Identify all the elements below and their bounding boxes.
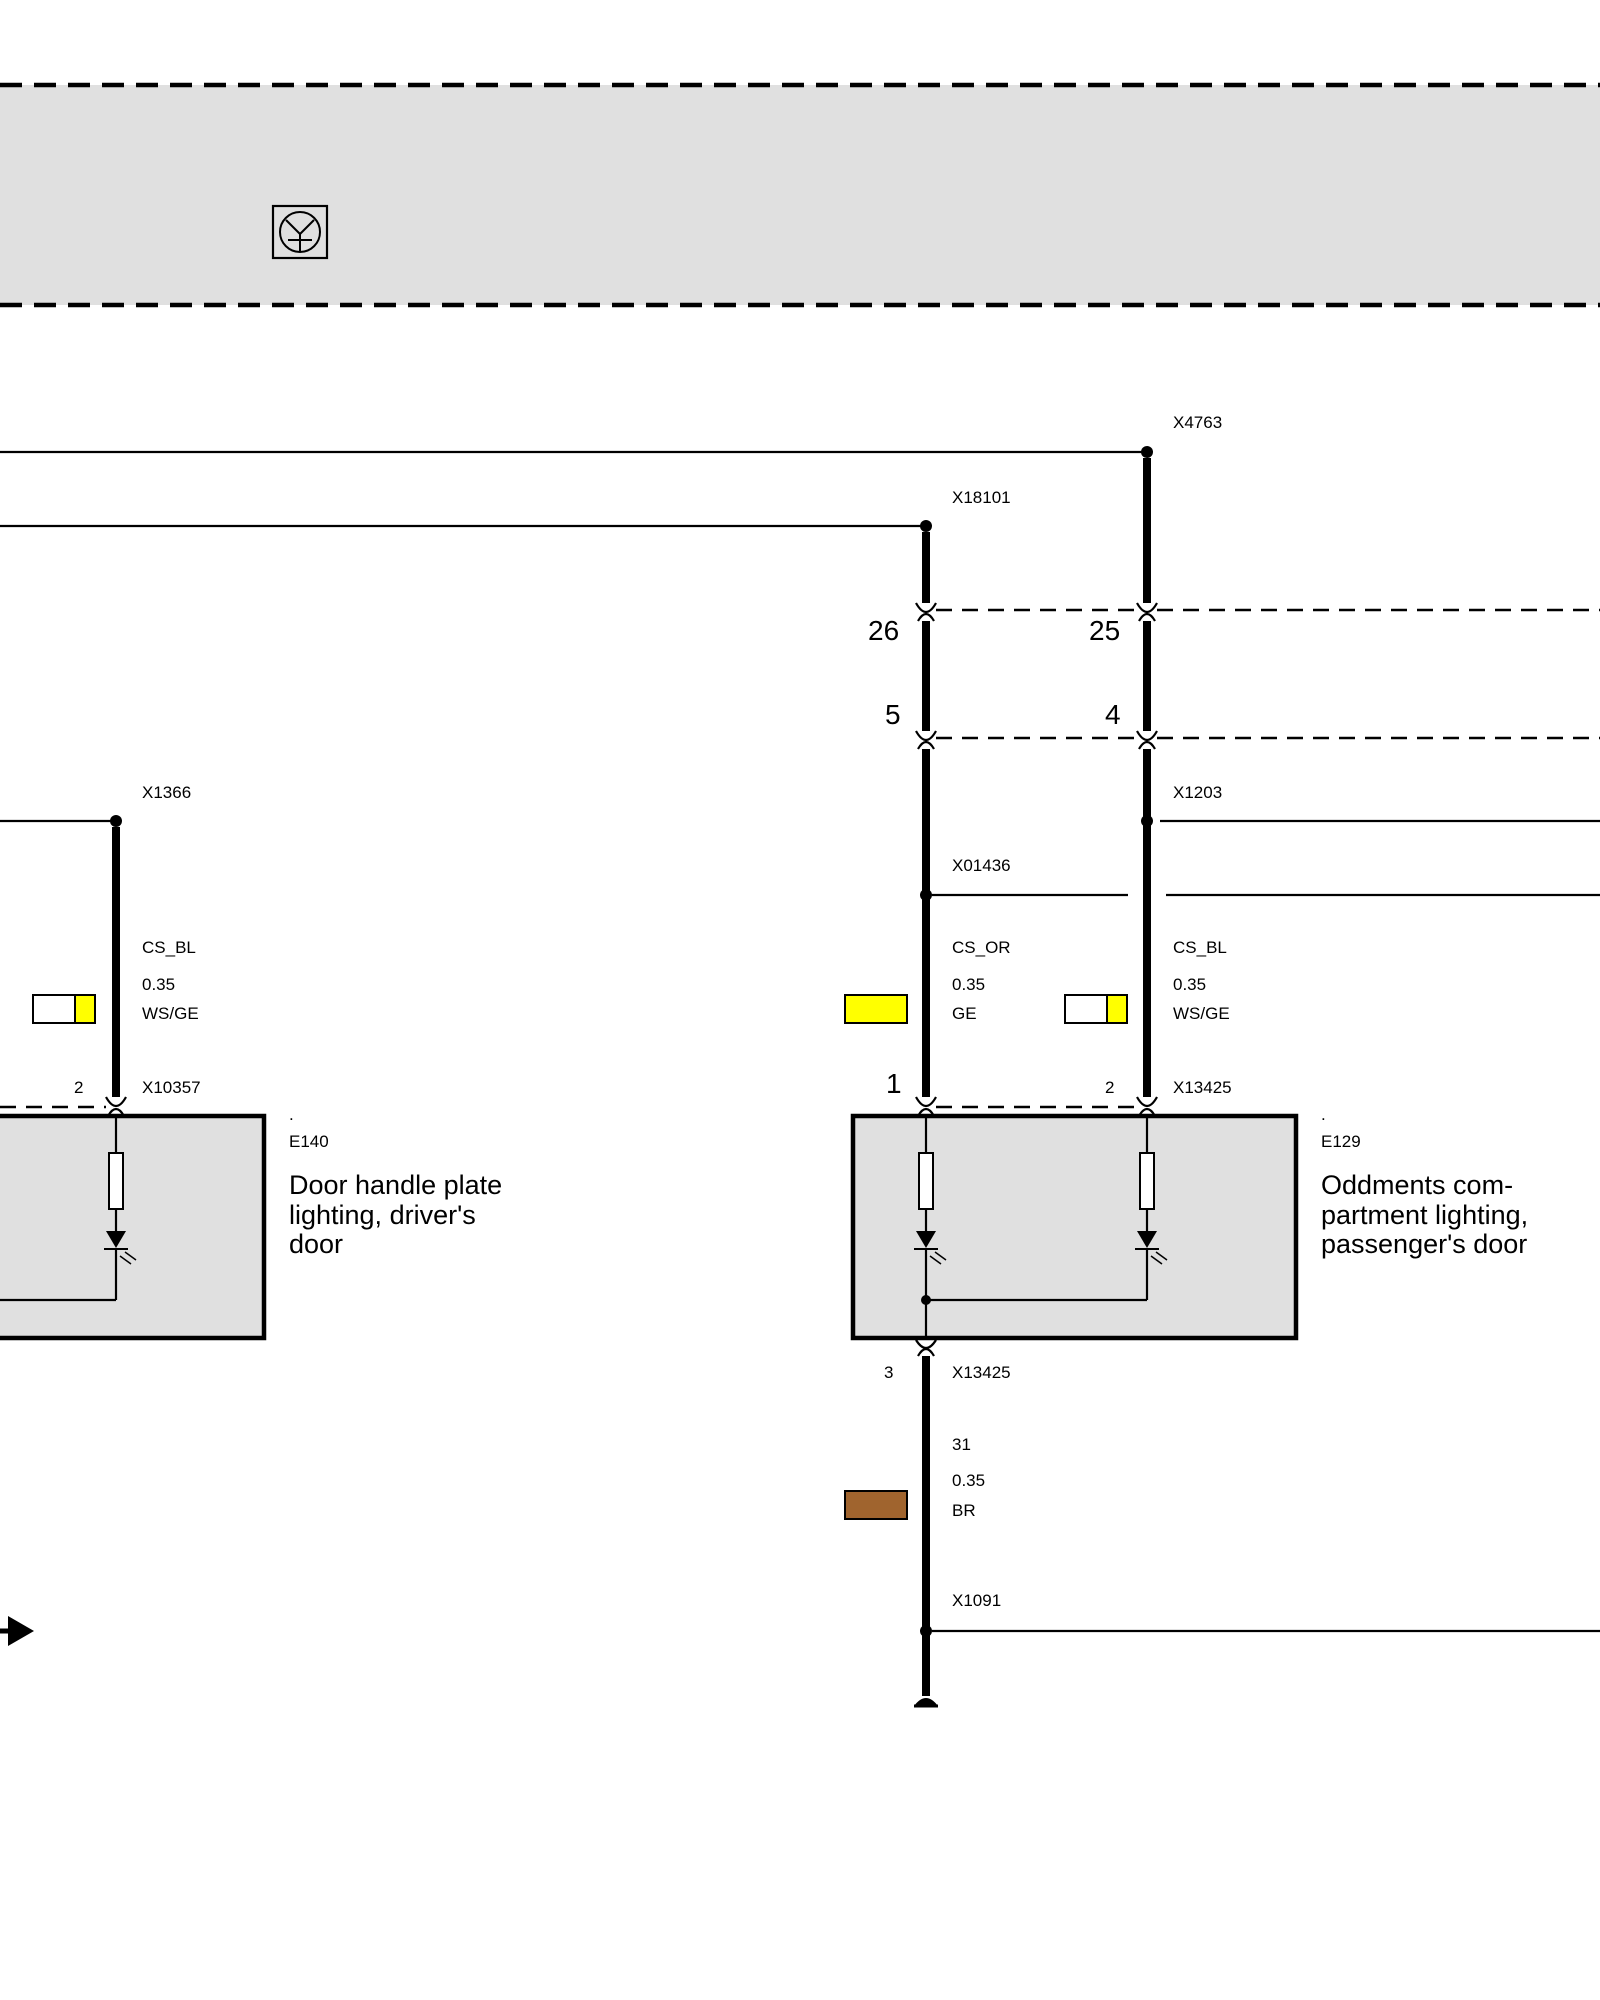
e129-pin-cap-3 (915, 1339, 937, 1357)
w2-size: 0.35 (952, 975, 985, 994)
w3-color-code: WS/GE (1173, 1004, 1230, 1023)
component-e129-box (850, 1113, 1299, 1341)
splice-x1203 (1141, 815, 1153, 827)
w4-size: 0.35 (952, 1471, 985, 1490)
w2-color-swatch (844, 994, 908, 1024)
splice-x1091 (920, 1625, 932, 1637)
arrow-right-icon (0, 1616, 34, 1646)
e129-dot: . (1321, 1105, 1326, 1124)
splice-x18101 (920, 520, 932, 532)
w4-color-code: BR (952, 1501, 976, 1520)
label-x4763: X4763 (1173, 413, 1222, 432)
label-x13425-top: X13425 (1173, 1078, 1232, 1097)
label-x13425-bottom: X13425 (952, 1363, 1011, 1382)
e129-resistor-led-1 (914, 1116, 947, 1338)
pin-26: 26 (868, 615, 899, 646)
e129-pin-3: 3 (884, 1363, 893, 1382)
e129-pin-cap-2 (1136, 1096, 1158, 1117)
pin-4: 4 (1105, 699, 1121, 730)
transistor-icon (271, 204, 329, 260)
connector-cap-4 (1136, 730, 1158, 750)
e140-id: E140 (289, 1132, 329, 1151)
component-e140-box (0, 1113, 267, 1341)
e129-desc-line2: partment lighting, (1321, 1200, 1528, 1230)
w3-signal: CS_BL (1173, 938, 1227, 957)
label-x01436: X01436 (952, 856, 1011, 875)
e140-desc-line1: Door handle plate (289, 1170, 502, 1200)
w1-color-swatch (32, 994, 96, 1024)
splice-x1366 (110, 815, 122, 827)
e129-resistor-led-2 (926, 1116, 1168, 1302)
e129-internal-junction (921, 1295, 931, 1305)
w2-color-code: GE (952, 1004, 977, 1023)
label-x1203: X1203 (1173, 783, 1222, 802)
ground-icon (914, 1698, 938, 1708)
control-unit-band (0, 85, 1600, 305)
w3-color-swatch (1064, 994, 1128, 1024)
label-x1091: X1091 (952, 1591, 1001, 1610)
w4-color-swatch (844, 1490, 908, 1520)
splice-x01436 (920, 889, 932, 901)
w1-size: 0.35 (142, 975, 175, 994)
e140-pin-2: 2 (74, 1078, 83, 1097)
connector-cap-25 (1136, 602, 1158, 622)
splice-x4763 (1141, 446, 1153, 458)
e140-resistor-led (0, 1116, 137, 1302)
e140-desc-line3: door (289, 1229, 343, 1259)
e129-pin-cap-1 (915, 1096, 937, 1117)
w1-signal: CS_BL (142, 938, 196, 957)
connector-cap-26 (915, 602, 937, 622)
w1-color-code: WS/GE (142, 1004, 199, 1023)
w4-signal: 31 (952, 1435, 971, 1454)
label-x1366: X1366 (142, 783, 191, 802)
label-x10357: X10357 (142, 1078, 201, 1097)
e129-id: E129 (1321, 1132, 1361, 1151)
e129-pin-2: 2 (1105, 1078, 1114, 1097)
e129-desc-line3: passenger's door (1321, 1229, 1527, 1259)
e140-pin-cap (105, 1096, 127, 1117)
e129-pin-1: 1 (886, 1068, 902, 1099)
e140-dot: . (289, 1105, 294, 1124)
e129-desc-line1: Oddments com- (1321, 1170, 1513, 1200)
pin-5: 5 (885, 699, 901, 730)
pin-25: 25 (1089, 615, 1120, 646)
label-x18101: X18101 (952, 488, 1011, 507)
e140-desc-line2: lighting, driver's (289, 1200, 476, 1230)
connector-cap-5 (915, 730, 937, 750)
w3-size: 0.35 (1173, 975, 1206, 994)
w2-signal: CS_OR (952, 938, 1011, 957)
